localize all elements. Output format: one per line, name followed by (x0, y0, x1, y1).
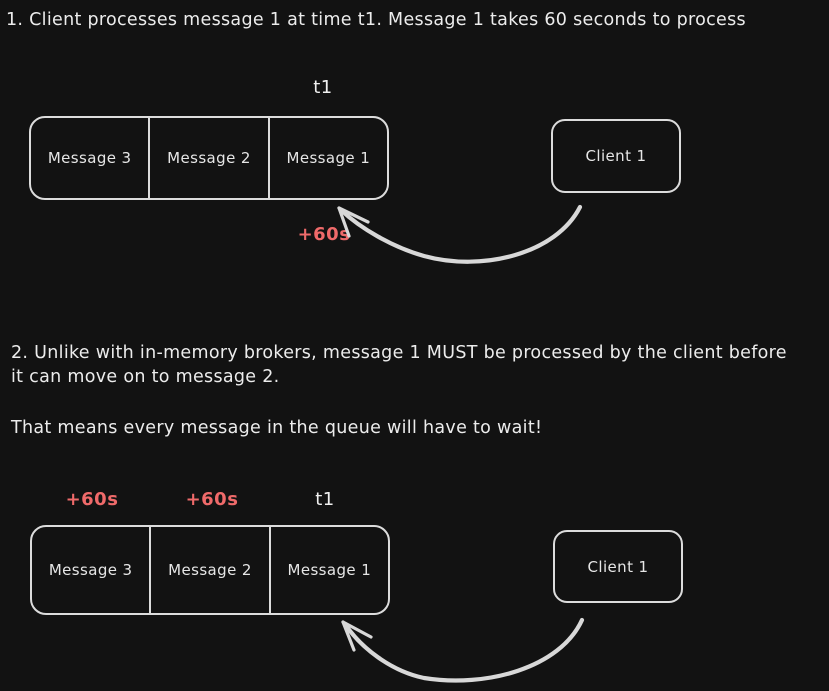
queue-2: Message 3 Message 2 Message 1 (30, 525, 390, 615)
queue-1: Message 3 Message 2 Message 1 (29, 116, 389, 200)
diagram-2-marker-message-1: t1 (315, 489, 335, 510)
diagram-1-delay-label-60s: +60s (297, 224, 351, 245)
arrow-client1-head-lower (337, 206, 370, 224)
queue-2-cell-message-3: Message 3 (32, 527, 152, 613)
client-2-box: Client 1 (553, 530, 683, 603)
queue-1-cell-message-3: Message 3 (31, 118, 151, 198)
diagram-2-marker-message-3: +60s (65, 489, 119, 510)
diagram-2-marker-message-2: +60s (185, 489, 239, 510)
queue-1-cell-message-1: Message 1 (286, 149, 371, 167)
step-1-caption: 1. Client processes message 1 at time t1… (6, 10, 746, 30)
client-1-box: Client 1 (551, 119, 681, 193)
diagram-1-time-marker-t1: t1 (313, 77, 333, 98)
arrow-client2-head-lower (341, 620, 373, 639)
arrow-client2-head-upper (341, 620, 356, 652)
step-2-caption: 2. Unlike with in-memory brokers, messag… (11, 343, 793, 387)
queue-2-cell-message-2: Message 2 (151, 527, 271, 613)
queue-2-cell-message-1: Message 1 (287, 561, 372, 579)
step-3-caption: That means every message in the queue wi… (11, 418, 543, 438)
arrow-client2-to-queue2 (342, 617, 585, 683)
queue-1-cell-message-2: Message 2 (150, 118, 270, 198)
arrow-client1-to-queue1 (338, 204, 583, 264)
